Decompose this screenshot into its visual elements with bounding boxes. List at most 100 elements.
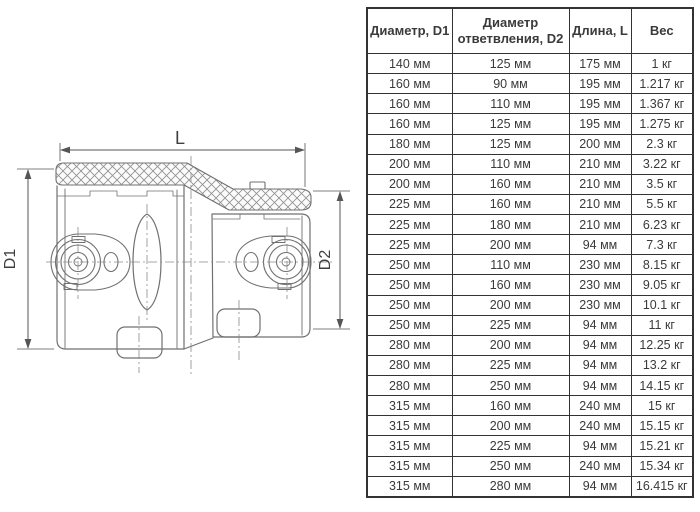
spec-table-header: Диаметр, D1 Диаметр ответвления, D2 Длин… (366, 7, 694, 54)
table-cell: 280 мм (366, 334, 453, 356)
table-cell: 8.15 кг (630, 254, 694, 276)
table-cell: 230 мм (568, 254, 632, 276)
fitting-body (56, 185, 311, 359)
table-cell: 1 кг (630, 52, 694, 75)
spec-table: Диаметр, D1 Диаметр ответвления, D2 Длин… (366, 7, 694, 498)
table-cell: 13.2 кг (630, 354, 694, 377)
table-cell: 3.5 кг (630, 173, 694, 195)
table-cell: 160 мм (366, 93, 453, 115)
table-cell: 125 мм (451, 52, 570, 75)
table-cell: 315 мм (366, 435, 453, 457)
dimension-l-label: L (175, 128, 185, 148)
table-cell: 200 мм (366, 173, 453, 195)
table-cell: 200 мм (451, 334, 570, 356)
header-row: Диаметр, D1 Диаметр ответвления, D2 Длин… (366, 7, 694, 54)
table-cell: 5.5 кг (630, 193, 694, 216)
dimension-l: L (59, 128, 306, 187)
table-cell: 250 мм (451, 455, 570, 477)
table-cell: 240 мм (568, 395, 632, 417)
right-clamp-pad (216, 308, 261, 338)
table-cell: 1.367 кг (630, 93, 694, 115)
taper-bottom-line (183, 337, 214, 350)
table-cell: 11 кг (630, 314, 694, 336)
dimension-d1: D1 (2, 168, 54, 350)
left-barrel-outline (56, 185, 185, 350)
table-cell: 195 мм (568, 73, 632, 95)
left-clamp-pad (116, 326, 163, 359)
band-tab (249, 181, 266, 190)
table-cell: 250 мм (366, 254, 453, 276)
table-cell: 240 мм (568, 455, 632, 477)
table-cell: 94 мм (568, 334, 632, 356)
table-cell: 195 мм (568, 93, 632, 115)
dimension-d1-label: D1 (2, 249, 19, 270)
table-cell: 210 мм (568, 173, 632, 195)
table-cell: 6.23 кг (630, 213, 694, 236)
right-barrel-outline (211, 213, 311, 338)
table-cell: 200 мм (451, 234, 570, 256)
table-cell: 94 мм (568, 234, 632, 256)
right-terminal (235, 235, 312, 290)
column-header-d1: Диаметр, D1 (366, 7, 453, 54)
table-cell: 110 мм (451, 93, 570, 115)
table-cell: 94 мм (568, 354, 632, 377)
table-cell: 15.34 кг (630, 455, 694, 477)
table-cell: 15 кг (630, 395, 694, 417)
dimension-d2-label: D2 (317, 250, 334, 271)
table-cell: 94 мм (568, 435, 632, 457)
table-cell: 315 мм (366, 395, 453, 417)
table-cell: 1.217 кг (630, 73, 694, 95)
table-cell: 210 мм (568, 153, 632, 175)
fitting-drawing: L D1 D2 (2, 128, 350, 374)
table-cell: 160 мм (451, 274, 570, 296)
table-cell: 94 мм (568, 475, 632, 498)
table-cell: 2.3 кг (630, 133, 694, 155)
table-cell: 280 мм (366, 354, 453, 377)
table-cell: 225 мм (366, 193, 453, 216)
table-cell: 315 мм (366, 455, 453, 477)
centerlines (46, 156, 332, 374)
table-cell: 250 мм (366, 294, 453, 316)
left-top-step-line (56, 190, 185, 197)
table-cell: 315 мм (366, 415, 453, 437)
table-cell: 14.15 кг (630, 374, 694, 397)
dimension-d2: D2 (313, 190, 350, 330)
table-cell: 250 мм (366, 274, 453, 296)
right-top-step-line (212, 213, 301, 220)
table-cell: 180 мм (451, 213, 570, 236)
column-header-length: Длина, L (568, 7, 632, 54)
table-cell: 1.275 кг (630, 113, 694, 135)
table-cell: 180 мм (366, 133, 453, 155)
table-cell: 200 мм (366, 153, 453, 175)
table-cell: 160 мм (366, 73, 453, 95)
table-cell: 160 мм (451, 173, 570, 195)
table-cell: 250 мм (451, 374, 570, 397)
table-cell: 125 мм (451, 113, 570, 135)
table-cell: 110 мм (451, 153, 570, 175)
table-cell: 3.22 кг (630, 153, 694, 175)
table-cell: 140 мм (366, 52, 453, 75)
hatched-clamp-band (55, 162, 312, 211)
table-cell: 210 мм (568, 213, 632, 236)
table-cell: 10.1 кг (630, 294, 694, 316)
table-cell: 94 мм (568, 374, 632, 397)
table-cell: 160 мм (451, 193, 570, 216)
table-cell: 110 мм (451, 254, 570, 276)
table-cell: 250 мм (366, 314, 453, 336)
table-cell: 200 мм (451, 294, 570, 316)
